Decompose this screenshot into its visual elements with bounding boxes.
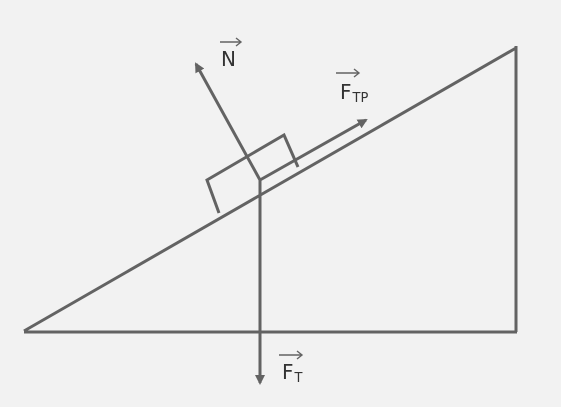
parallel-force-arrow [259, 118, 368, 182]
parallel-force-symbol: F [340, 80, 352, 104]
weight-vector-overline [279, 350, 304, 360]
incline-triangle [23, 46, 518, 334]
weight-force-subscript: T [294, 371, 303, 386]
parallel-force-subscript: TP [352, 91, 369, 106]
normal-vector-overline [220, 37, 243, 47]
incline-hypotenuse [23, 46, 517, 333]
vector-overlines [220, 37, 361, 360]
parallel-vector-overline [336, 68, 361, 78]
weight-force-symbol: F [282, 360, 294, 384]
weight-force-label: FT [282, 360, 302, 385]
normal-force-label: N [221, 49, 237, 69]
normal-force-arrow [194, 62, 262, 181]
normal-force-symbol: N [221, 47, 236, 71]
block [205, 132, 300, 214]
parallel-force-label: FTP [340, 80, 368, 105]
